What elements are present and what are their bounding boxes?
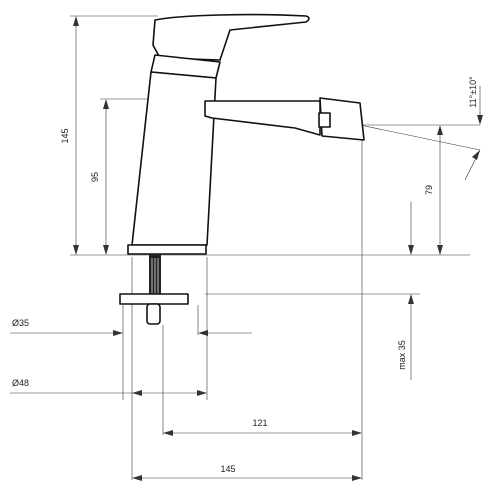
dimension-base-diameter: Ø48 [10, 378, 207, 396]
base-flange [127, 244, 207, 255]
fixing-nut [146, 303, 161, 325]
spout [204, 100, 321, 136]
deck-thickness-label: max 35 [397, 340, 407, 370]
dimension-spout-height: 95 [90, 99, 109, 255]
fixing-plate [119, 293, 189, 305]
dimension-bore-diameter: Ø35 [10, 318, 252, 336]
bore-diameter-label: Ø35 [12, 318, 29, 328]
dimension-deck-thickness: max 35 [397, 202, 414, 380]
main-body [131, 71, 217, 246]
dimension-spout-reach: 121 [163, 418, 362, 436]
nozzle-inner [318, 112, 331, 128]
lever-handle [152, 13, 310, 61]
dimension-outlet-height: 79 [424, 125, 443, 255]
dimension-total-depth: 145 [132, 464, 362, 481]
angle-label: 11°±10° [468, 76, 478, 108]
outlet-height-label: 79 [424, 185, 434, 195]
total-depth-label: 145 [220, 464, 235, 474]
spout-reach-label: 121 [252, 418, 267, 428]
faucet-body [119, 13, 365, 325]
base-diameter-label: Ø48 [12, 378, 29, 388]
dimension-total-height: 145 [60, 16, 79, 255]
dimension-angle: 11°±10° [464, 76, 483, 181]
total-height-label: 145 [60, 128, 70, 143]
spout-height-label: 95 [90, 172, 100, 182]
